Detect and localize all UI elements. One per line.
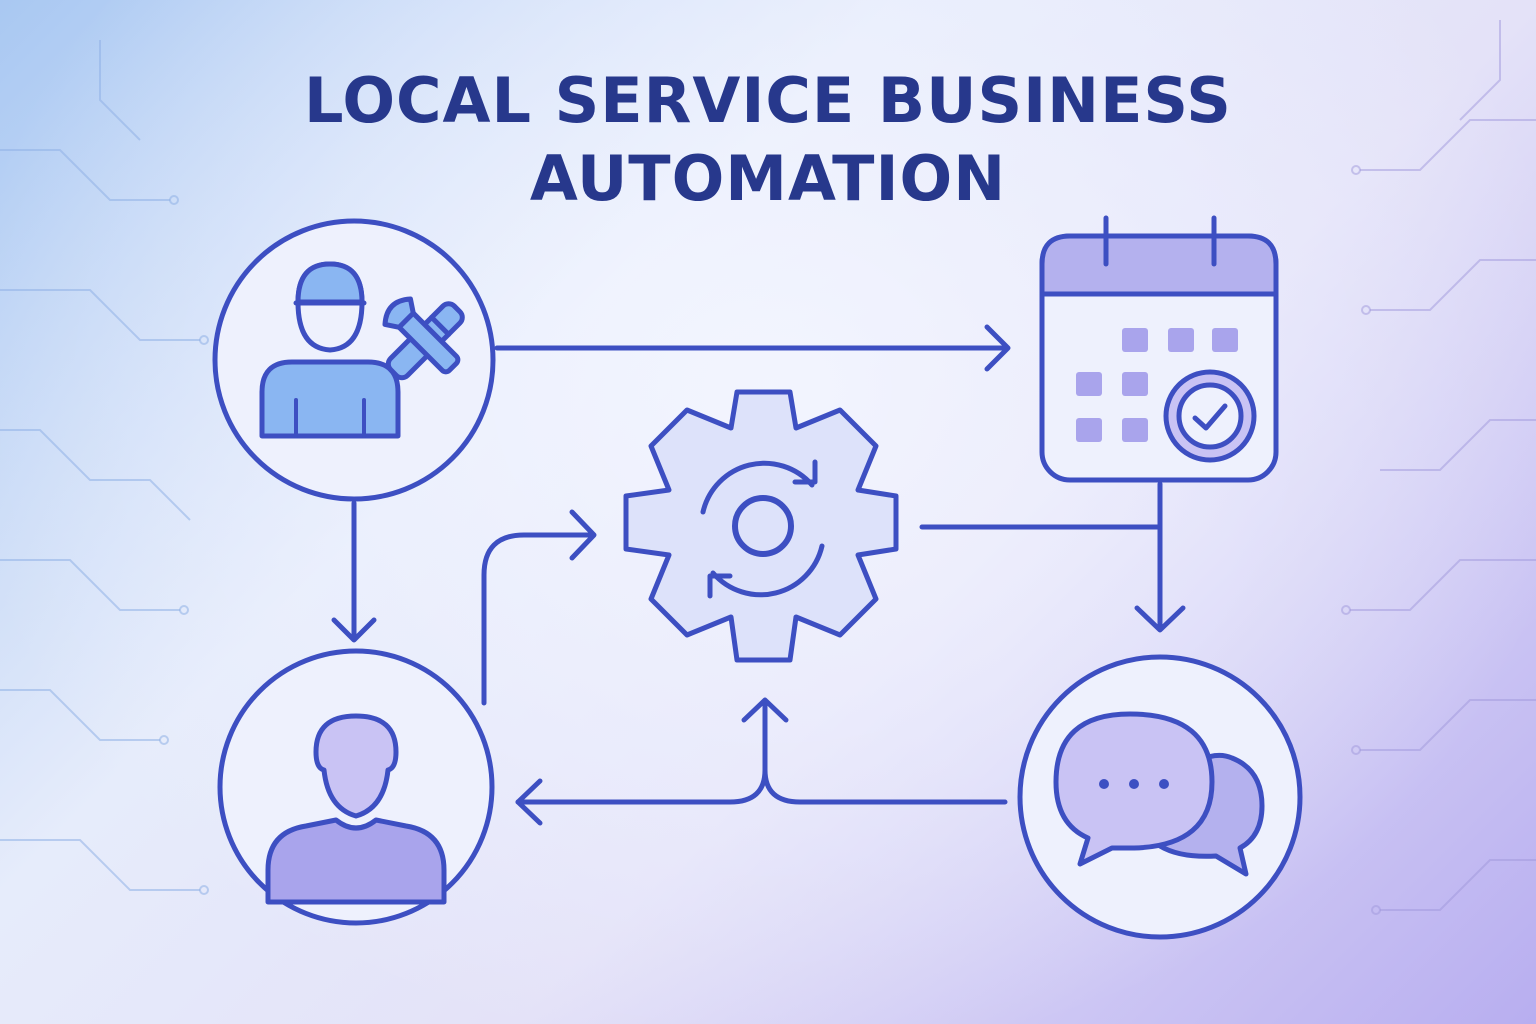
connector-messaging-to-customer xyxy=(515,767,1008,826)
customer-person-icon xyxy=(265,713,447,905)
calendar-check-icon xyxy=(1039,215,1279,483)
messaging-node xyxy=(1017,654,1303,940)
calendar-day-grid xyxy=(1076,328,1238,442)
connector-messaging-to-automation xyxy=(741,697,789,775)
customer-node xyxy=(217,648,495,926)
calendar-node xyxy=(1039,215,1279,483)
connector-calendar-to-messaging xyxy=(1134,481,1186,633)
technician-node xyxy=(212,218,496,502)
connector-customer-to-automation xyxy=(481,509,597,706)
page-title-line-1: LOCAL SERVICE BUSINESS xyxy=(304,64,1232,137)
technician-with-tools-icon xyxy=(259,261,465,439)
connector-technician-to-calendar xyxy=(494,324,1011,372)
circuit-pattern-left xyxy=(0,40,209,895)
gear-sync-icon xyxy=(623,389,899,663)
page-title-line-2: AUTOMATION xyxy=(529,142,1007,215)
automation-node xyxy=(623,389,899,663)
chat-bubbles-icon xyxy=(1053,711,1265,877)
circuit-pattern-right xyxy=(1341,20,1536,915)
connector-technician-to-customer xyxy=(331,500,377,643)
